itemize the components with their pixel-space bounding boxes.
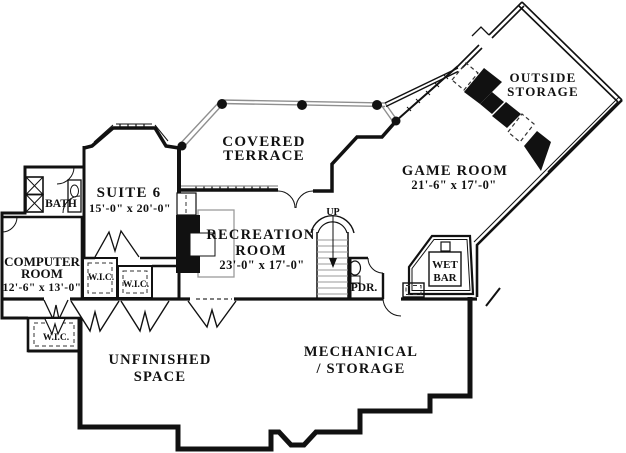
covered-terrace-line1: COVERED <box>222 134 305 150</box>
unfinished-line2: SPACE <box>134 369 186 385</box>
recreation-room-label: RECREATION ROOM 23'-0" x 17'-0" <box>206 227 315 272</box>
covered-terrace-label: COVERED TERRACE <box>222 134 305 164</box>
powder-room-walls <box>348 256 385 299</box>
game-room-dims: 21'-6" x 17'-0" <box>411 178 496 192</box>
mechanical-line2: / STORAGE <box>315 361 405 377</box>
recreation-line1: RECREATION <box>206 227 315 243</box>
wet-bar-line2: BAR <box>433 272 457 284</box>
terrace-game-step-wall <box>180 118 399 209</box>
foundation-outline <box>0 297 473 452</box>
wet-bar-label: WET BAR <box>432 259 458 284</box>
powder-room-label: PDR. <box>351 282 378 294</box>
wic1-label: W.I.C. <box>88 273 114 283</box>
outside-storage-label: OUTSIDE STORAGE <box>507 70 579 99</box>
stairs-up <box>310 214 355 299</box>
computer-room-line1: COMPUTER <box>4 254 80 269</box>
outside-storage-line2: STORAGE <box>507 84 579 99</box>
game-room-label: GAME ROOM 21'-6" x 17'-0" <box>402 163 508 192</box>
bath-walls <box>0 165 84 299</box>
wet-bar <box>402 234 475 298</box>
computer-room-dims: 12'-6" x 13'-0" <box>3 282 82 294</box>
wic2-label: W.I.C. <box>123 280 149 290</box>
outside-storage-walls <box>457 1 623 173</box>
recreation-dims: 23'-0" x 17'-0" <box>219 258 304 272</box>
recreation-fireplace <box>176 192 235 299</box>
bath-label: BATH <box>45 198 77 210</box>
recreation-line2: ROOM <box>235 243 287 259</box>
suite6-name: SUITE 6 <box>97 185 162 201</box>
unfinished-label: UNFINISHED SPACE <box>108 352 211 385</box>
computer-room-label: COMPUTER ROOM 12'-6" x 13'-0" <box>3 254 82 294</box>
outside-storage-line1: OUTSIDE <box>510 70 577 85</box>
suite6-walls <box>82 123 181 260</box>
wet-bar-line1: WET <box>432 259 458 271</box>
main-horizontal-wall <box>2 297 477 333</box>
covered-terrace-line2: TERRACE <box>223 148 305 164</box>
unfinished-line1: UNFINISHED <box>108 352 211 368</box>
suite6-label: SUITE 6 15'-0" x 20'-0" <box>89 185 171 215</box>
storage-stair-band <box>451 62 551 171</box>
mechanical-label: MECHANICAL / STORAGE <box>304 344 418 377</box>
game-room-name: GAME ROOM <box>402 163 508 179</box>
wic3-label: W.I.C. <box>43 333 69 343</box>
suite6-dims: 15'-0" x 20'-0" <box>89 201 171 215</box>
game-room-se-wall <box>473 96 623 307</box>
game-room-north-walls <box>384 65 459 121</box>
stairs-up-label: UP <box>326 207 339 218</box>
computer-room-line2: ROOM <box>21 266 63 281</box>
mechanical-line1: MECHANICAL <box>304 344 418 360</box>
